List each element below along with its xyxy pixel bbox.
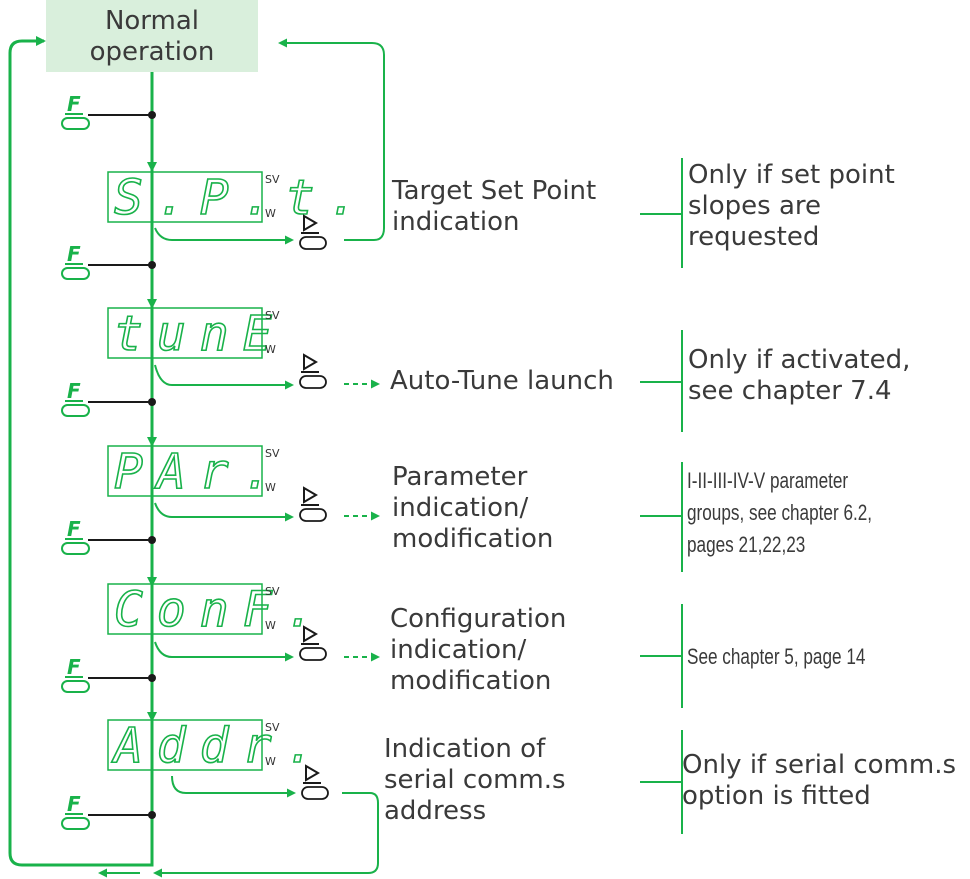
branch-par <box>154 502 294 522</box>
return-loop-addr <box>153 792 379 878</box>
branch-tune <box>154 364 294 390</box>
display-addr: Addr. SV W <box>107 717 329 775</box>
label-line: Auto-Tune launch <box>390 366 614 396</box>
svg-text:W: W <box>265 343 276 356</box>
svg-text:Addr.: Addr. <box>111 718 329 774</box>
return-loop-left <box>8 36 154 867</box>
note-line: option is fitted <box>682 781 871 811</box>
branch-addr <box>171 775 296 798</box>
label-line: address <box>384 796 487 826</box>
label-line: serial comm.s <box>384 765 566 795</box>
label-line: modification <box>390 666 552 696</box>
label-line: Target Set Point <box>392 176 597 206</box>
svg-text:F: F <box>67 792 81 816</box>
label-target-set-point: Target Set Point indication <box>392 176 596 238</box>
f-key-icon: F <box>61 517 90 555</box>
svg-text:F: F <box>67 655 81 679</box>
svg-text:SV: SV <box>265 173 280 186</box>
label-line: Configuration <box>390 604 567 634</box>
key-to-label-arrows <box>344 379 380 662</box>
svg-text:F: F <box>67 379 81 403</box>
f-key-junctions <box>148 111 156 819</box>
normal-operation-line1: Normal <box>104 6 200 36</box>
svg-text:F: F <box>67 92 81 116</box>
note-configuration: See chapter 5, page 14 <box>687 641 865 673</box>
arrow-key-icon <box>301 764 329 800</box>
note-parameter-groups: I-II-III-IV-V parameter groups, see chap… <box>687 465 872 561</box>
label-line: indication/ <box>390 635 527 665</box>
f-key-connectors <box>88 114 152 816</box>
note-line: see chapter 7.4 <box>688 376 892 406</box>
branch-spt <box>154 227 294 245</box>
svg-text:F: F <box>67 517 81 541</box>
arrow-key-icon <box>299 353 327 389</box>
label-line: indication <box>392 207 520 237</box>
f-key-icon: F <box>61 242 90 280</box>
normal-operation-line2: operation <box>89 37 215 67</box>
note-line: Only if activated, <box>688 345 911 375</box>
svg-text:SV: SV <box>265 585 280 598</box>
svg-text:PAr.: PAr. <box>114 444 286 500</box>
svg-text:S.P.t.: S.P.t. <box>114 170 371 226</box>
note-brackets <box>640 158 683 834</box>
label-line: modification <box>392 524 554 554</box>
note-serial-comms: Only if serial comm.s option is fitted <box>682 750 956 812</box>
svg-text:SV: SV <box>265 447 280 460</box>
label-serial-address: Indication of serial comm.s address <box>384 734 566 827</box>
svg-text:W: W <box>265 481 276 494</box>
arrow-key-icon <box>299 214 327 250</box>
svg-text:ConF.: ConF. <box>114 582 329 638</box>
svg-text:F: F <box>67 242 81 266</box>
note-line: pages 21,22,23 <box>687 532 806 557</box>
arrow-key-icon <box>299 486 327 522</box>
svg-text:W: W <box>265 207 276 220</box>
return-loop-top <box>278 38 385 241</box>
display-tune: tunE SV W <box>107 305 286 363</box>
label-auto-tune: Auto-Tune launch <box>390 366 614 397</box>
label-line: indication/ <box>392 493 529 523</box>
note-set-point-slopes: Only if set point slopes are requested <box>688 160 895 253</box>
note-line: requested <box>688 222 820 252</box>
label-line: Indication of <box>384 734 546 764</box>
svg-text:tunE: tunE <box>114 306 286 362</box>
label-parameter: Parameter indication/ modification <box>392 462 553 555</box>
label-configuration: Configuration indication/ modification <box>390 604 566 697</box>
f-key-icon: F <box>61 379 90 417</box>
note-line: groups, see chapter 6.2, <box>687 500 873 525</box>
note-auto-tune: Only if activated, see chapter 7.4 <box>688 345 910 407</box>
note-line: Only if serial comm.s <box>682 750 957 780</box>
label-line: Parameter <box>392 462 528 492</box>
note-line: I-II-III-IV-V parameter <box>687 468 849 493</box>
svg-text:SV: SV <box>265 721 280 734</box>
f-key-icon: F <box>61 792 90 830</box>
f-key-icon: F <box>61 655 90 693</box>
normal-operation-box <box>46 0 258 72</box>
branch-conf <box>154 641 294 662</box>
note-line: slopes are <box>688 191 822 221</box>
display-spt: S.P.t. SV W <box>107 169 371 227</box>
svg-text:W: W <box>265 619 276 632</box>
display-par: PAr. SV W <box>107 443 286 501</box>
note-line: See chapter 5, page 14 <box>687 644 866 669</box>
f-key-icon: F <box>61 92 90 130</box>
svg-text:W: W <box>265 755 276 768</box>
display-conf: ConF. SV W <box>107 581 329 639</box>
svg-text:SV: SV <box>265 309 280 322</box>
normal-operation-title: Normal operation <box>46 6 258 68</box>
arrow-key-icon <box>299 625 327 661</box>
note-line: Only if set point <box>688 160 895 190</box>
